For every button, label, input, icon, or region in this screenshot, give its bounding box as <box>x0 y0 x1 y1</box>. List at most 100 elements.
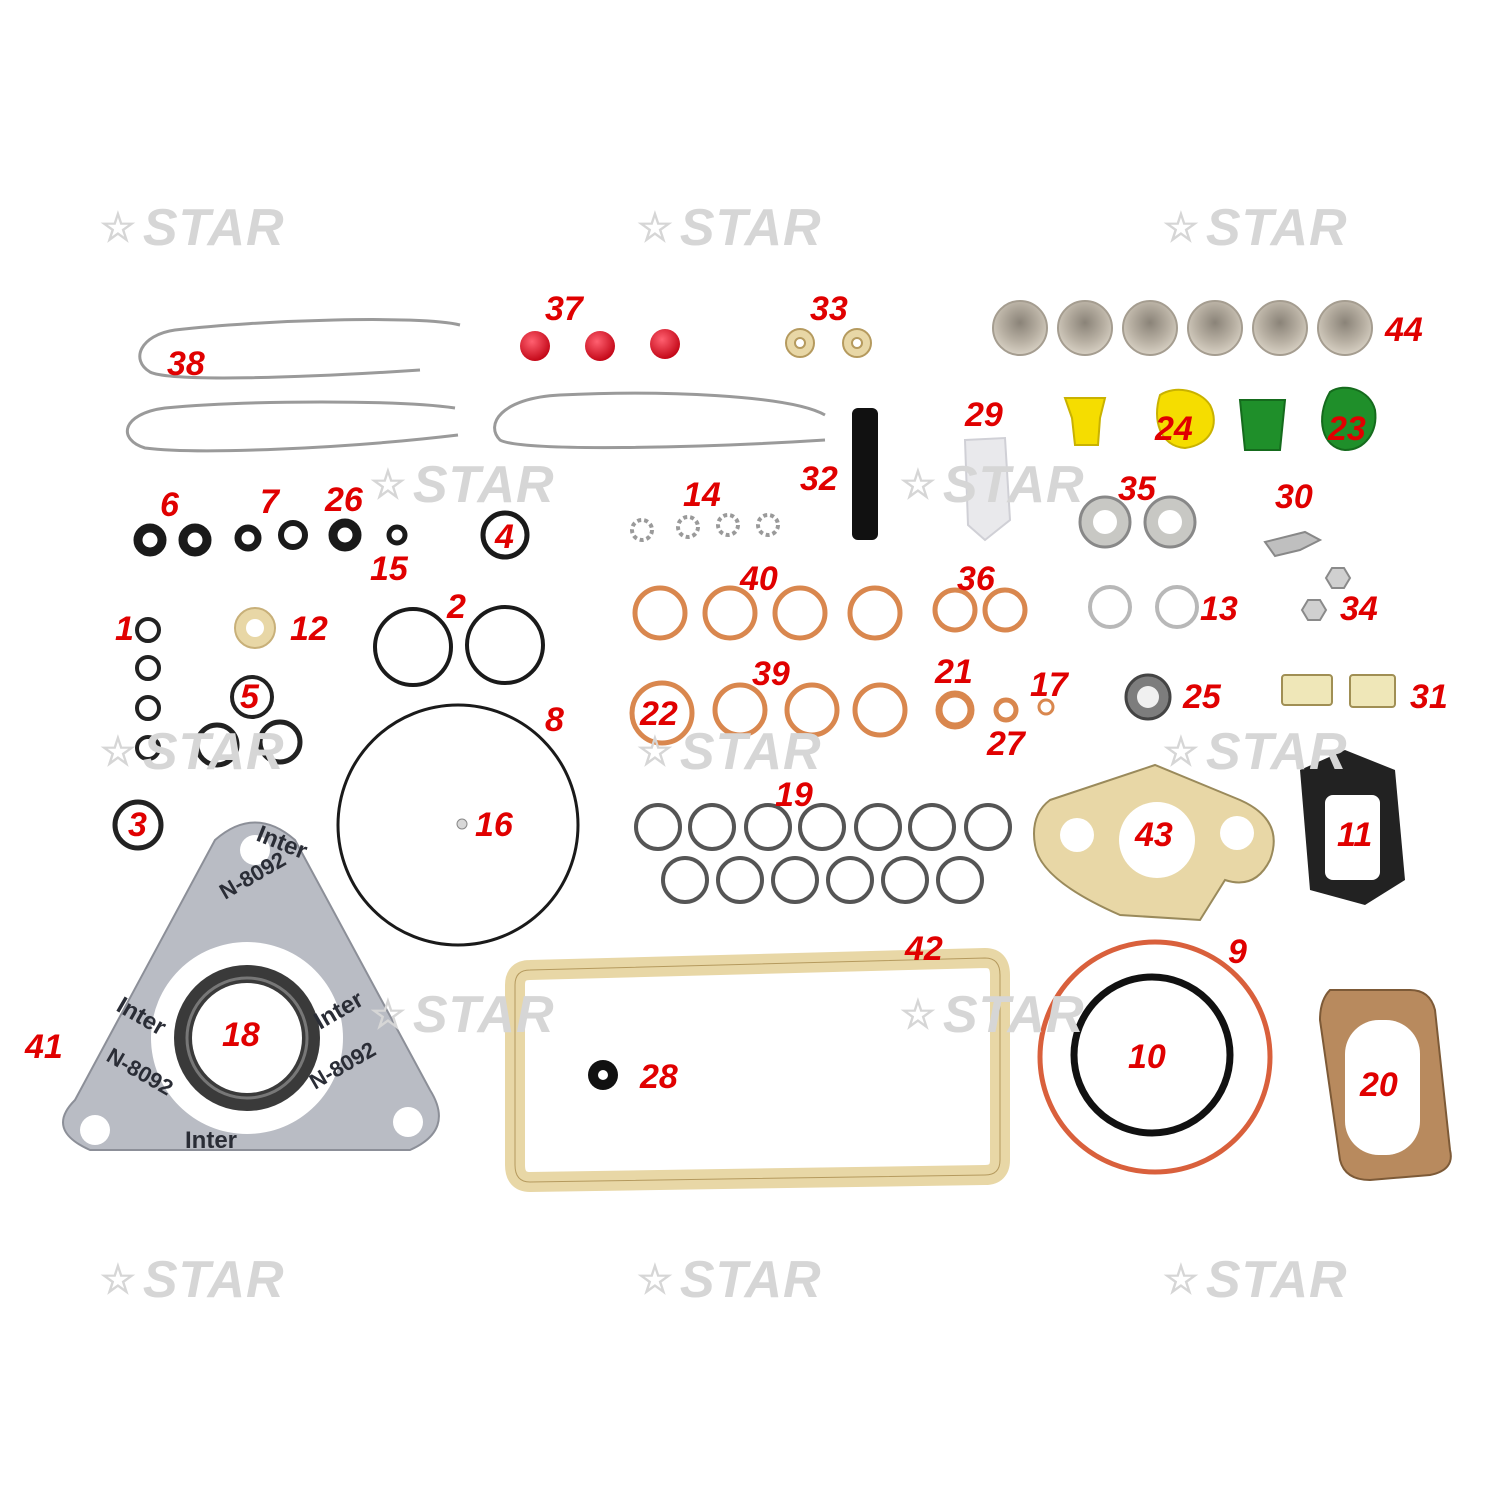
watermark-star: ☆STAR <box>370 456 555 514</box>
part-29-clip <box>963 436 1012 542</box>
part-19-orings <box>634 803 1012 904</box>
part-number-34: 34 <box>1340 590 1378 628</box>
part-33-fiber-washers <box>785 328 872 358</box>
star-icon: ☆ <box>900 463 937 507</box>
watermark-star: ☆STAR <box>900 986 1085 1044</box>
part-43-flange-gasket <box>1033 763 1275 922</box>
star-icon: ☆ <box>100 1258 137 1302</box>
part-8-large-oring <box>336 703 580 947</box>
part-number-10: 10 <box>1128 1038 1166 1076</box>
part-31-brackets <box>1281 674 1396 708</box>
part-number-30: 30 <box>1275 478 1313 516</box>
star-icon: ☆ <box>1163 730 1200 774</box>
part-number-31: 31 <box>1410 678 1448 716</box>
watermark-star: ☆STAR <box>637 199 822 257</box>
watermark-star: ☆STAR <box>1163 1251 1348 1309</box>
part-number-1: 1 <box>115 610 134 648</box>
part-number-12: 12 <box>290 610 328 648</box>
star-icon: ☆ <box>637 730 674 774</box>
part-28-small-seal <box>588 1060 618 1090</box>
part-42-rect-gasket <box>505 947 1010 1193</box>
watermark-star: ☆STAR <box>900 456 1085 514</box>
star-icon: ☆ <box>900 993 937 1037</box>
gasket-brand-4: Inter <box>185 1127 237 1154</box>
watermark-star: ☆STAR <box>1163 199 1348 257</box>
star-icon: ☆ <box>100 730 137 774</box>
part-38-wire-clips <box>125 318 826 453</box>
part-number-13: 13 <box>1200 590 1238 628</box>
star-icon: ☆ <box>1163 1258 1200 1302</box>
part-number-16: 16 <box>475 806 513 844</box>
part-44-cups <box>992 300 1373 356</box>
part-number-42: 42 <box>905 930 943 968</box>
part-number-8: 8 <box>545 701 564 739</box>
part-number-6: 6 <box>160 486 179 524</box>
part-number-27: 27 <box>987 725 1025 763</box>
part-number-35: 35 <box>1118 470 1156 508</box>
watermark-star: ☆STAR <box>637 1251 822 1309</box>
watermark-star: ☆STAR <box>100 723 285 781</box>
part-number-26: 26 <box>325 481 363 519</box>
watermark-star: ☆STAR <box>370 986 555 1044</box>
watermark-star: ☆STAR <box>100 1251 285 1309</box>
part-number-33: 33 <box>810 290 848 328</box>
star-icon: ☆ <box>637 1258 674 1302</box>
part-number-14: 14 <box>683 476 721 514</box>
star-icon: ☆ <box>1163 206 1200 250</box>
part-number-3: 3 <box>128 806 147 844</box>
part-number-4: 4 <box>495 518 514 556</box>
part-number-5: 5 <box>240 678 259 716</box>
star-icon: ☆ <box>637 206 674 250</box>
part-number-24: 24 <box>1155 410 1193 448</box>
part-number-2: 2 <box>447 588 466 626</box>
star-icon: ☆ <box>370 993 407 1037</box>
part-number-15: 15 <box>370 550 408 588</box>
part-number-25: 25 <box>1183 678 1221 716</box>
part-number-32: 32 <box>800 460 838 498</box>
part-number-11: 11 <box>1337 816 1373 854</box>
part-30-tab-washer <box>1263 530 1323 558</box>
star-icon: ☆ <box>370 463 407 507</box>
part-number-7: 7 <box>260 483 279 521</box>
part-number-9: 9 <box>1228 933 1247 971</box>
watermark-star: ☆STAR <box>637 723 822 781</box>
part-number-36: 36 <box>957 560 995 598</box>
watermark-star: ☆STAR <box>100 199 285 257</box>
part-1-3-5-orings <box>112 617 303 851</box>
part-25-shaft-seal <box>1124 673 1172 721</box>
part-number-43: 43 <box>1135 816 1173 854</box>
part-34-nuts <box>1300 567 1352 621</box>
part-14-lock-washers <box>630 513 780 542</box>
part-24-yellow-caps <box>1063 388 1215 450</box>
part-number-18: 18 <box>222 1016 260 1054</box>
part-number-20: 20 <box>1360 1066 1398 1104</box>
part-number-37: 37 <box>545 290 583 328</box>
part-number-41: 41 <box>25 1028 63 1066</box>
part-number-22: 22 <box>640 695 678 733</box>
part-2-orings <box>373 605 545 687</box>
part-9-10-large-orings <box>1037 939 1273 1175</box>
star-icon: ☆ <box>100 206 137 250</box>
part-20-cover-gasket <box>1318 989 1452 1182</box>
part-number-28: 28 <box>640 1058 678 1096</box>
part-number-19: 19 <box>775 776 813 814</box>
part-number-29: 29 <box>965 396 1003 434</box>
part-23-green-caps <box>1238 386 1377 452</box>
part-number-21: 21 <box>935 653 973 691</box>
part-number-17: 17 <box>1030 666 1068 704</box>
part-12-fiber-ring <box>234 607 276 649</box>
part-32-sleeve <box>852 408 878 540</box>
part-37-red-caps <box>520 329 680 361</box>
part-11-black-gasket <box>1300 750 1405 905</box>
watermark-star: ☆STAR <box>1163 723 1348 781</box>
part-number-44: 44 <box>1385 311 1423 349</box>
part-41-triangle-gasket <box>62 821 440 1151</box>
part-number-23: 23 <box>1328 410 1366 448</box>
part-35-metal-seals <box>1078 495 1197 549</box>
part-6-7-26-15-seals <box>133 510 530 560</box>
part-number-39: 39 <box>752 655 790 693</box>
part-number-40: 40 <box>740 560 778 598</box>
part-13-metal-rings <box>1088 585 1199 629</box>
